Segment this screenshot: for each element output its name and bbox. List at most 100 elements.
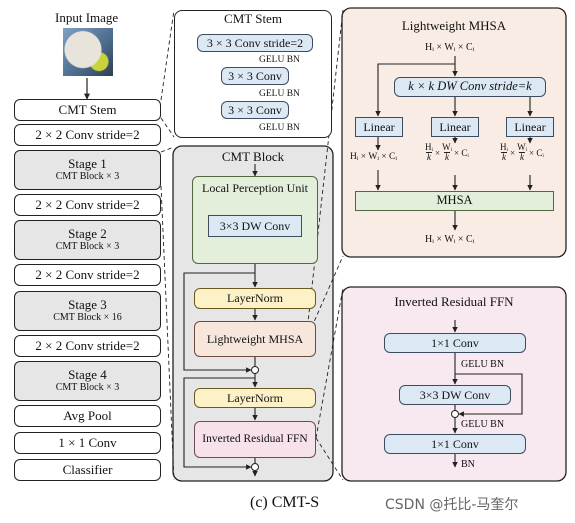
q-dim-label: Hᵢ × Wᵢ × Cᵢ bbox=[350, 152, 397, 162]
stem-conv-box-2: 3 × 3 Conv bbox=[221, 67, 289, 85]
mhsa-label: MHSA bbox=[436, 193, 473, 208]
v-dim-w-frac: Wᵢ k bbox=[517, 143, 527, 162]
layernorm-box-1: LayerNorm bbox=[194, 288, 316, 309]
v-dim-label: Hᵢ k × Wᵢ k × Cᵢ bbox=[500, 143, 544, 162]
ffn-conv1-label: 1×1 Conv bbox=[431, 335, 479, 350]
stage-2-detail: CMT Block × 3 bbox=[55, 241, 120, 253]
ffn-panel-title: Inverted Residual FFN bbox=[394, 294, 514, 309]
lpu-title: Local Perception Unit bbox=[202, 181, 308, 195]
stage-1-detail: CMT Block × 3 bbox=[55, 171, 120, 183]
k-dim-h-den: k bbox=[425, 152, 432, 162]
layernorm-label-1: LayerNorm bbox=[227, 291, 283, 306]
v-dim-h-num: Hᵢ bbox=[500, 142, 508, 152]
conv-stride-box-3: 2 × 2 Conv stride=2 bbox=[14, 264, 161, 286]
k-dim-times: × bbox=[434, 147, 441, 158]
input-image-label: Input Image bbox=[55, 10, 119, 25]
linear-v-box: Linear bbox=[506, 117, 554, 137]
stage-1-box: Stage 1 CMT Block × 3 bbox=[14, 150, 161, 190]
avg-pool-label: Avg Pool bbox=[63, 408, 112, 424]
k-dim-h-frac: Hᵢ k bbox=[425, 143, 433, 162]
k-dim-h-num: Hᵢ bbox=[425, 142, 433, 152]
cmt-stem-box: CMT Stem bbox=[14, 99, 161, 121]
ffn-conv2-box: 1×1 Conv bbox=[384, 434, 526, 454]
ffn-act-1: GELU BN bbox=[461, 359, 505, 370]
linear-k-box: Linear bbox=[431, 117, 479, 137]
ffn-conv2-label: 1×1 Conv bbox=[431, 436, 479, 451]
v-dim-w-num: Wᵢ bbox=[517, 142, 528, 152]
stem-conv-stride-box: 3 × 3 Conv stride=2 bbox=[197, 34, 313, 52]
stage-4-box: Stage 4 CMT Block × 3 bbox=[14, 361, 161, 401]
avg-pool-box: Avg Pool bbox=[14, 405, 161, 427]
lpu-dw-conv-label: 3×3 DW Conv bbox=[219, 218, 291, 233]
conv-stride-box-4: 2 × 2 Conv stride=2 bbox=[14, 335, 161, 357]
linear-k-label: Linear bbox=[439, 119, 471, 134]
classifier-label: Classifier bbox=[62, 462, 113, 478]
k-dim-w-den: k bbox=[444, 152, 451, 162]
mhsa-dw-conv-label: k × k DW Conv stride=k bbox=[408, 79, 532, 94]
ffn-conv1-box: 1×1 Conv bbox=[384, 333, 526, 353]
stage-2-box: Stage 2 CMT Block × 3 bbox=[14, 220, 161, 260]
conv-stride-label-4: 2 × 2 Conv stride=2 bbox=[35, 338, 140, 354]
ffn-dw-conv-label: 3×3 DW Conv bbox=[419, 387, 491, 402]
ffn-residual-add-node bbox=[451, 410, 459, 418]
layernorm-box-2: LayerNorm bbox=[194, 388, 316, 408]
stem-act-1: GELU BN bbox=[259, 55, 300, 65]
lightweight-mhsa-label: Lightweight MHSA bbox=[206, 331, 304, 346]
stem-conv-label-2: 3 × 3 Conv bbox=[228, 68, 282, 83]
v-dim-c: × Cᵢ bbox=[529, 147, 544, 158]
stage-1-name: Stage 1 bbox=[68, 156, 107, 172]
ffn-arrows bbox=[452, 320, 523, 468]
stage-2-name: Stage 2 bbox=[68, 226, 107, 242]
watermark: CSDN @托比-马奎尔 bbox=[385, 497, 519, 513]
cmt-stem-label: CMT Stem bbox=[58, 102, 117, 118]
irffn-box: Inverted Residual FFN bbox=[194, 421, 316, 458]
mhsa-dw-conv-box: k × k DW Conv stride=k bbox=[394, 77, 546, 97]
ffn-add-node bbox=[251, 463, 259, 471]
v-dim-h-frac: Hᵢ k bbox=[500, 143, 508, 162]
conv1x1-box: 1 × 1 Conv bbox=[14, 432, 161, 454]
conv-stride-label-3: 2 × 2 Conv stride=2 bbox=[35, 267, 140, 283]
ffn-out-norm: BN bbox=[461, 459, 475, 470]
stem-act-2: GELU BN bbox=[259, 89, 300, 99]
stem-conv-box-3: 3 × 3 Conv bbox=[221, 101, 289, 119]
stage-3-name: Stage 3 bbox=[68, 297, 107, 313]
stem-conv-stride-label: 3 × 3 Conv stride=2 bbox=[206, 35, 304, 50]
mhsa-box: MHSA bbox=[355, 191, 554, 211]
k-dim-w-frac: Wᵢ k bbox=[442, 143, 452, 162]
conv1x1-label: 1 × 1 Conv bbox=[58, 435, 117, 451]
figure-caption: (c) CMT-S bbox=[250, 494, 320, 511]
linear-q-label: Linear bbox=[363, 119, 395, 134]
classifier-box: Classifier bbox=[14, 459, 161, 481]
conv-stride-label-2: 2 × 2 Conv stride=2 bbox=[35, 197, 140, 213]
stage-3-box: Stage 3 CMT Block × 16 bbox=[14, 291, 161, 331]
linear-v-label: Linear bbox=[514, 119, 546, 134]
mhsa-panel-title: Lightweight MHSA bbox=[401, 18, 507, 33]
ffn-act-2: GELU BN bbox=[461, 419, 505, 430]
conv-stride-box-2: 2 × 2 Conv stride=2 bbox=[14, 194, 161, 216]
layernorm-label-2: LayerNorm bbox=[227, 390, 283, 405]
conv-stride-label-1: 2 × 2 Conv stride=2 bbox=[35, 127, 140, 143]
lpu-dw-conv-box: 3×3 DW Conv bbox=[208, 215, 302, 237]
stage-4-name: Stage 4 bbox=[68, 367, 107, 383]
ffn-dw-conv-box: 3×3 DW Conv bbox=[399, 385, 511, 405]
cmt-block-panel-title: CMT Block bbox=[221, 149, 285, 164]
mhsa-add-node bbox=[251, 366, 259, 374]
stage-4-detail: CMT Block × 3 bbox=[55, 382, 120, 394]
v-dim-times: × bbox=[509, 147, 516, 158]
v-dim-w-den: k bbox=[519, 152, 526, 162]
cmt-stem-panel-title: CMT Stem bbox=[224, 11, 282, 26]
conv-stride-box-1: 2 × 2 Conv stride=2 bbox=[14, 124, 161, 146]
lightweight-mhsa-box: Lightweight MHSA bbox=[194, 321, 316, 357]
k-dim-w-num: Wᵢ bbox=[442, 142, 453, 152]
stem-act-3: GELU BN bbox=[259, 123, 300, 133]
mhsa-arrows bbox=[375, 56, 533, 231]
k-dim-label: Hᵢ k × Wᵢ k × Cᵢ bbox=[425, 143, 469, 162]
irffn-label: Inverted Residual FFN bbox=[202, 433, 308, 446]
linear-q-box: Linear bbox=[355, 117, 403, 137]
stem-conv-label-3: 3 × 3 Conv bbox=[228, 102, 282, 117]
mhsa-input-dim: Hᵢ × Wᵢ × Cᵢ bbox=[425, 42, 475, 53]
v-dim-h-den: k bbox=[500, 152, 507, 162]
k-dim-c: × Cᵢ bbox=[454, 147, 469, 158]
stage-3-detail: CMT Block × 16 bbox=[53, 312, 122, 324]
input-image-thumbnail bbox=[63, 28, 113, 76]
